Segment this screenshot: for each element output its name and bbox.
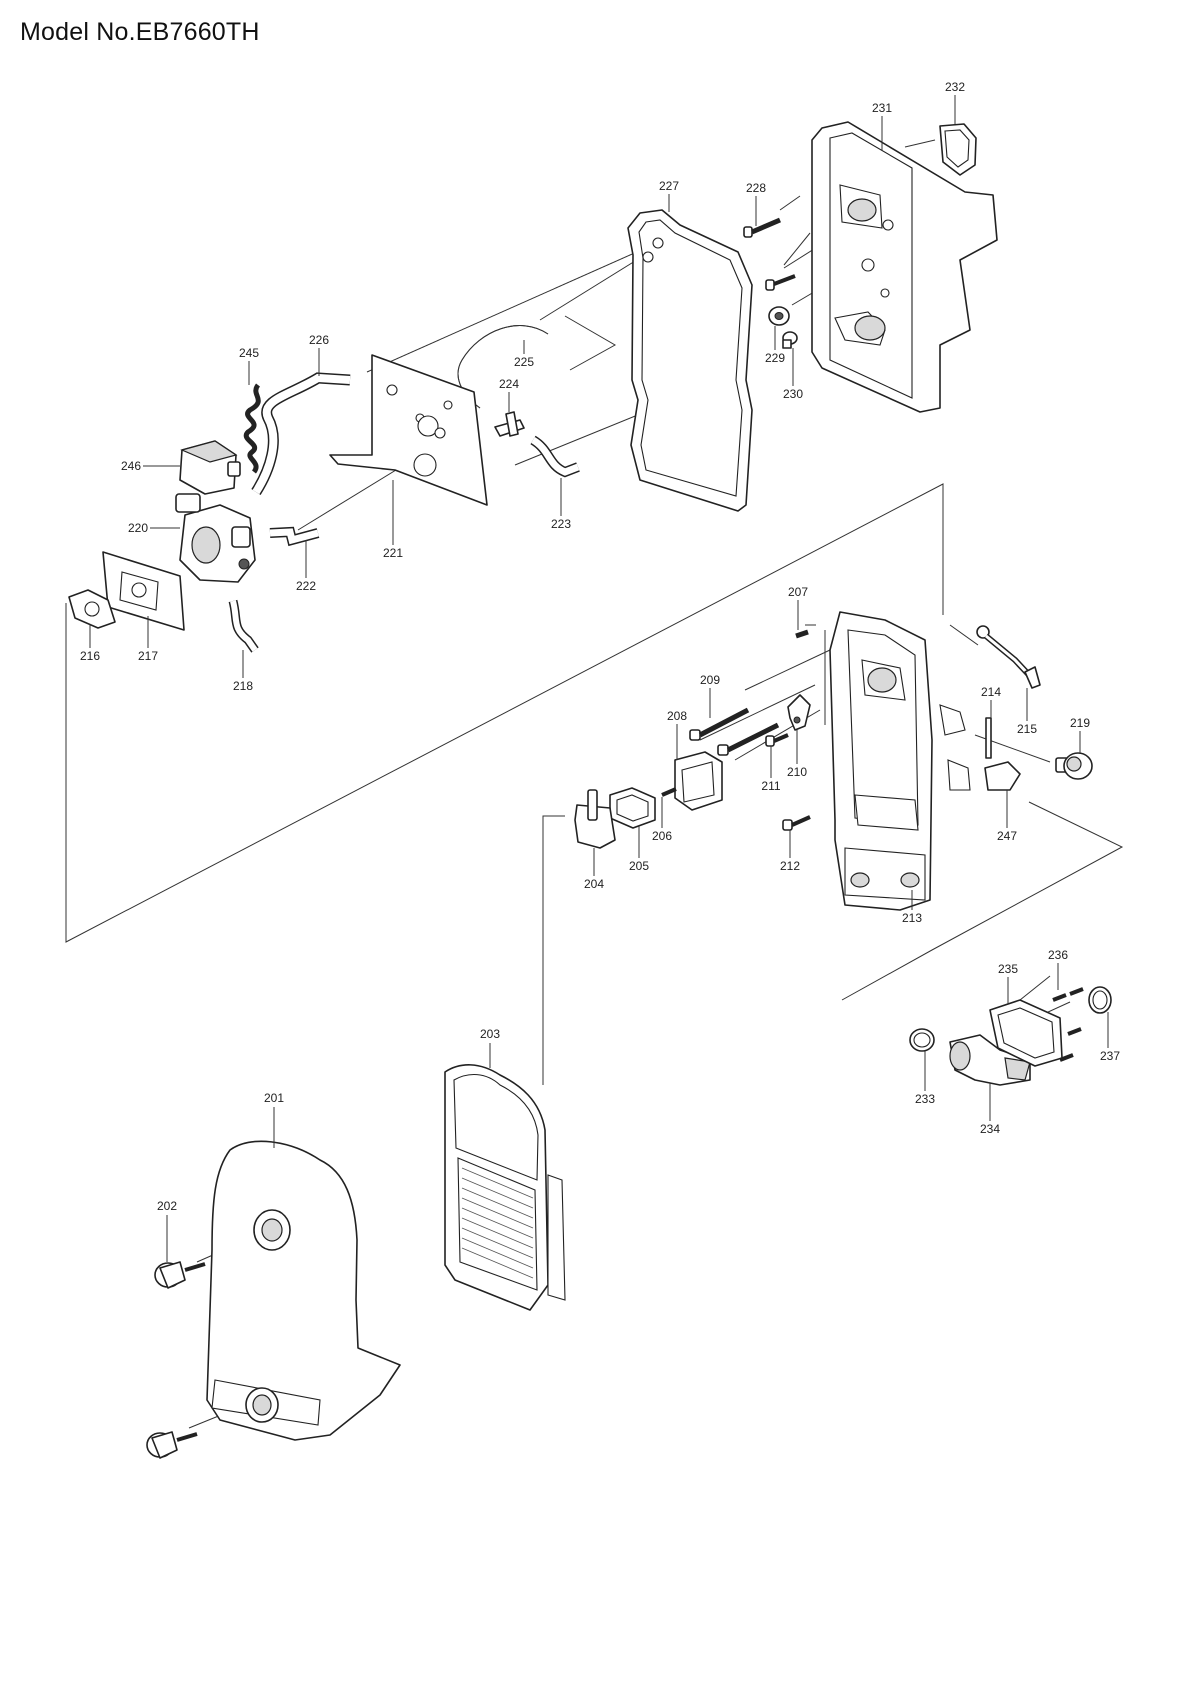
bolt-209 (689, 707, 750, 741)
part-label-211: 211 (761, 779, 780, 793)
carburetor-220 (175, 493, 256, 583)
air-cleaner-case-231 (811, 121, 998, 413)
part-label-215: 215 (1017, 722, 1037, 736)
holder-204 (574, 789, 616, 849)
part-label-208: 208 (667, 709, 687, 723)
part-label-216: 216 (80, 649, 100, 663)
choke-lever-215 (976, 625, 1041, 689)
part-label-204: 204 (584, 877, 604, 891)
screw-212 (782, 815, 811, 831)
part-label-224: 224 (499, 377, 519, 391)
air-cleaner-cover-201 (206, 1140, 401, 1441)
tube-218 (228, 599, 259, 653)
part-label-232: 232 (945, 80, 965, 94)
part-label-201: 201 (264, 1091, 284, 1105)
part-label-209: 209 (700, 673, 720, 687)
part-label-229: 229 (765, 351, 785, 365)
part-label-226: 226 (309, 333, 329, 347)
part-label-246: 246 (121, 459, 141, 473)
group-boundary-line (564, 315, 617, 371)
hook-210 (787, 694, 811, 731)
part-label-233: 233 (915, 1092, 935, 1106)
part-label-222: 222 (296, 579, 316, 593)
part-number-labels: 201 202 203 204 205 206 207 208 209 210 … (80, 80, 1120, 1262)
elbow-tube-223 (530, 435, 580, 478)
rod-214 (985, 717, 992, 759)
bolt-209b (717, 722, 780, 756)
part-label-228: 228 (746, 181, 766, 195)
part-label-206: 206 (652, 829, 672, 843)
gasket-232 (939, 123, 977, 176)
part-label-221: 221 (383, 546, 403, 560)
spring-245 (243, 383, 261, 474)
part-label-210: 210 (787, 765, 807, 779)
part-label-227: 227 (659, 179, 679, 193)
part-label-231: 231 (872, 101, 892, 115)
screw-236 (1052, 987, 1084, 1062)
part-label-207: 207 (788, 585, 808, 599)
ignition-cap-246 (179, 440, 241, 495)
air-filter-203 (444, 1064, 566, 1311)
part-label-236: 236 (1048, 948, 1068, 962)
part-label-223: 223 (551, 517, 571, 531)
primer-bulb-219 (1055, 752, 1093, 780)
part-label-234: 234 (980, 1122, 1000, 1136)
part-label-217: 217 (138, 649, 158, 663)
knob-202 (154, 1261, 206, 1289)
part-label-202: 202 (157, 1199, 177, 1213)
group-boundary-line (542, 815, 565, 1085)
group-boundary-line (841, 801, 1124, 1001)
screw-228b (765, 274, 796, 291)
part-label-220: 220 (128, 521, 148, 535)
grommet-229 (768, 306, 790, 326)
seal-frame-227 (627, 209, 753, 512)
part-label-235: 235 (998, 962, 1018, 976)
part-label-213: 213 (902, 911, 922, 925)
cushion-205 (609, 787, 656, 829)
part-label-245: 245 (239, 346, 259, 360)
part-label-205: 205 (629, 859, 649, 873)
clip-247 (984, 761, 1021, 791)
tube-226 (251, 372, 351, 495)
part-label-247: 247 (997, 829, 1017, 843)
part-label-237: 237 (1100, 1049, 1120, 1063)
o-ring-233 (909, 1028, 935, 1052)
part-label-203: 203 (480, 1027, 500, 1041)
elbow-tube-222 (269, 526, 320, 547)
insulator-plate-221 (329, 354, 488, 506)
o-ring-237 (1088, 986, 1112, 1014)
part-label-230: 230 (783, 387, 803, 401)
group-boundary-line (65, 483, 944, 943)
screw-228 (743, 217, 781, 238)
air-cleaner-case-213 (829, 611, 971, 911)
screw-207 (795, 629, 809, 639)
insulator-217 (102, 551, 185, 631)
knob-202b (146, 1431, 198, 1459)
bolt-230 (782, 331, 798, 349)
part-label-212: 212 (780, 859, 800, 873)
screw-206 (661, 787, 677, 797)
knob-234 (949, 1034, 1031, 1086)
gasket-216 (68, 589, 116, 629)
part-label-219: 219 (1070, 716, 1090, 730)
part-label-218: 218 (233, 679, 253, 693)
part-label-214: 214 (981, 685, 1001, 699)
bracket-208 (674, 751, 723, 811)
part-label-225: 225 (514, 355, 534, 369)
t-joint-224 (494, 411, 525, 437)
screw-211 (765, 733, 789, 747)
model-title: Model No.EB7660TH (20, 18, 260, 46)
